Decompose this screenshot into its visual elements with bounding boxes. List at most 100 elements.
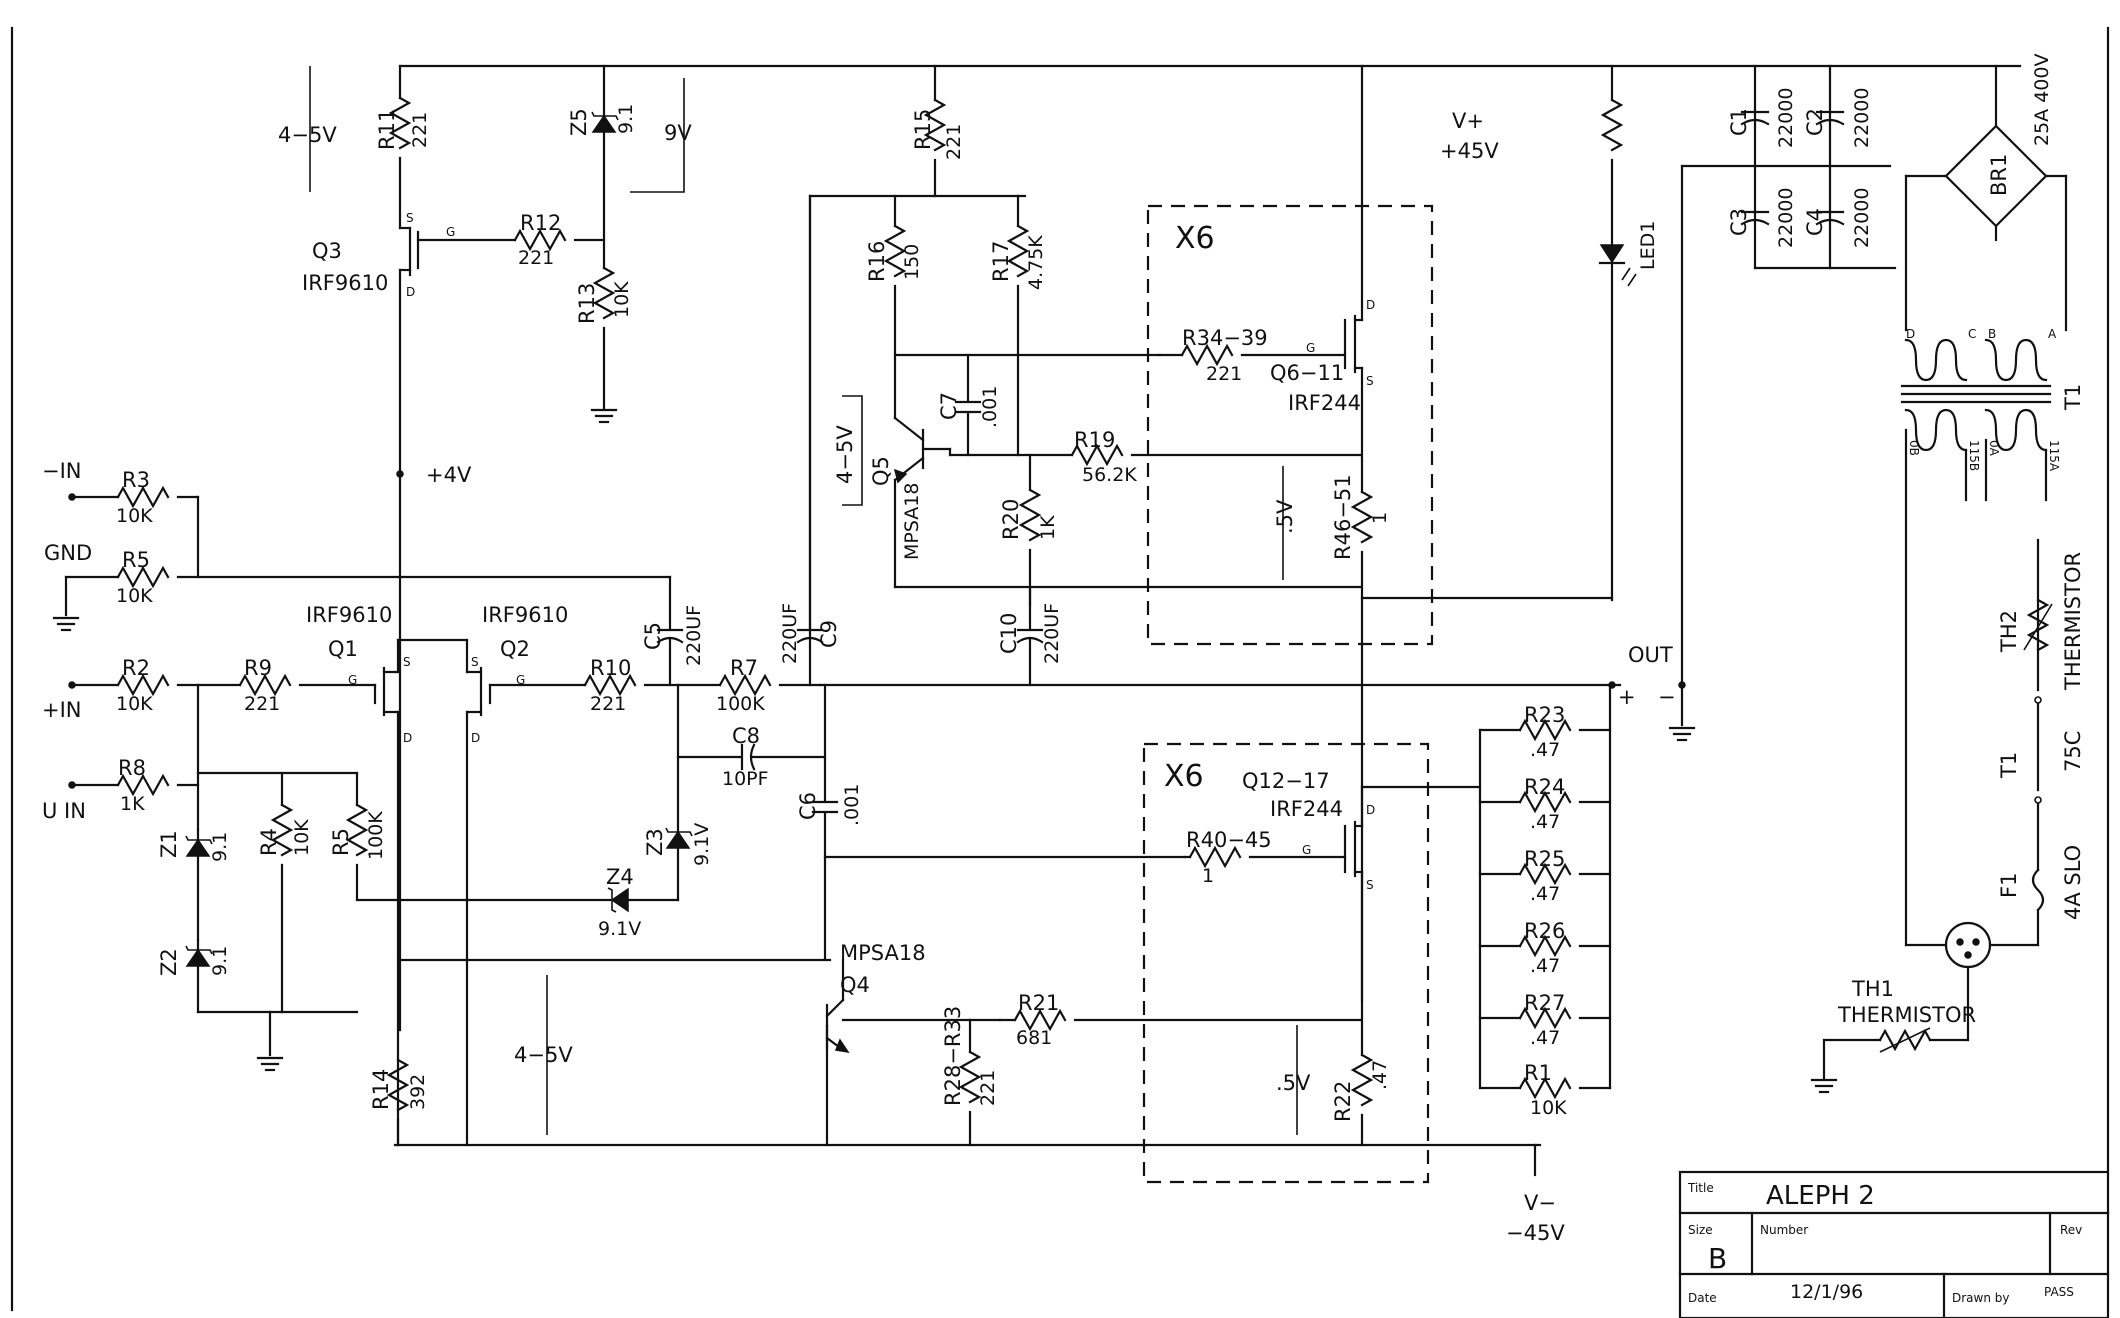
r9-ref: R9 <box>244 656 272 680</box>
v9-label: 9V <box>664 121 692 145</box>
v45-q5-label: 4−5V <box>833 425 857 484</box>
r40-45-ref: R46−51 <box>1331 474 1355 560</box>
vplus-value: +45V <box>1440 139 1499 163</box>
title-block-rev-label: Rev <box>2060 1223 2082 1237</box>
q3-drain-pin: D <box>406 285 415 299</box>
r25-resistor <box>1478 935 1612 957</box>
q6-drain-pin: D <box>1366 298 1375 312</box>
out-ground-symbol <box>1668 726 1696 742</box>
c1-ref: C1 <box>1727 108 1751 136</box>
c7-ref: C7 <box>937 392 961 420</box>
c1-capacitor <box>1740 110 1770 126</box>
q4-type: MPSA18 <box>840 941 926 965</box>
r23-ref: R24 <box>1524 775 1565 799</box>
v45-top-label: 4−5V <box>278 123 337 147</box>
q2-gate-pin: G <box>516 673 525 687</box>
r46-51-value: .47 <box>1369 1060 1391 1090</box>
r28-r33-ref: R34−39 <box>1182 326 1268 350</box>
t1-switch-label: T1 <box>1997 752 2021 779</box>
r19-value: 4.75K <box>1025 235 1047 290</box>
c9-capacitor <box>796 628 824 644</box>
r27-value: 10K <box>1530 1097 1567 1119</box>
r11-value: 221 <box>409 112 431 148</box>
c10-value: 220UF <box>1041 603 1063 664</box>
r28-r33-value: 221 <box>1206 363 1242 385</box>
r22-value: .47 <box>1530 739 1560 761</box>
title-block-drawn-by: PASS <box>2044 1285 2074 1299</box>
r8-ref: R8 <box>118 756 146 780</box>
c9-value: 220UF <box>779 603 801 664</box>
r14-value: 392 <box>407 1074 429 1110</box>
r12-ref: R12 <box>520 211 561 235</box>
th1-label: THERMISTOR <box>1837 1003 1976 1027</box>
th1-thermistor <box>1878 1027 1932 1053</box>
led1-diode <box>1598 244 1637 287</box>
x6-top-label: X6 <box>1175 221 1215 256</box>
q4-transistor <box>825 958 850 1147</box>
c8-ref: C8 <box>732 724 760 748</box>
q1-ref: Q1 <box>328 637 358 661</box>
z1-ref: Z1 <box>157 830 181 858</box>
f1-fuse <box>2031 868 2045 912</box>
r7-value: 100K <box>716 693 765 715</box>
c7-value: .001 <box>979 386 1001 428</box>
z2-zener <box>185 938 213 1014</box>
r12-value: 221 <box>518 247 554 269</box>
c4-capacitor <box>1815 210 1845 226</box>
r26-resistor <box>1478 1007 1612 1029</box>
br1-label: BR1 <box>1987 154 2011 196</box>
t1-pin-c: C <box>1968 327 1976 341</box>
z3-zener <box>665 827 693 849</box>
t1-tap-115a: 115A <box>2047 440 2061 472</box>
q12-source-pin: S <box>1366 878 1374 892</box>
z3-value: 9.1V <box>691 823 713 866</box>
r34-39-value: 1 <box>1202 865 1214 887</box>
t1-tap-0b: 0B <box>1907 440 1921 456</box>
c8-value: 10PF <box>722 768 769 790</box>
z5-zener <box>591 111 619 133</box>
t1-pin-d: D <box>1906 327 1915 341</box>
x6-bottom-label: X6 <box>1164 759 1204 794</box>
r20-ref: R19 <box>1074 428 1115 452</box>
q12-drain-pin: D <box>1366 803 1375 817</box>
neg-in-label: −IN <box>42 459 82 483</box>
z2-ref: Z2 <box>157 948 181 976</box>
r46-51-ref: R22 <box>1331 1081 1355 1122</box>
title-block-title: ALEPH 2 <box>1766 1181 1875 1211</box>
r16-ref: R28−R33 <box>941 1006 965 1106</box>
t1-label: T1 <box>2061 384 2085 411</box>
z4-ref: Z4 <box>606 865 634 889</box>
r24-value: .47 <box>1530 883 1560 905</box>
x6-bottom-group-box <box>1142 742 1430 1184</box>
gnd-label: GND <box>44 541 92 565</box>
r5-100k-value: 100K <box>365 811 387 860</box>
title-block-date: 12/1/96 <box>1790 1281 1863 1303</box>
q3-gate-pin: G <box>446 225 455 239</box>
v45-bottom-label: 4−5V <box>514 1043 573 1067</box>
title-block-size-label: Size <box>1688 1223 1713 1237</box>
q2-mosfet <box>465 638 492 1147</box>
r11-ref: R11 <box>375 109 399 150</box>
r13-ref: R13 <box>575 283 599 324</box>
r27-resistor <box>1478 1077 1612 1099</box>
c5-ref: C5 <box>641 622 665 650</box>
gnd-input-ground-symbol <box>52 616 80 632</box>
q12-17-type: IRF244 <box>1270 797 1343 821</box>
r26-ref: R27 <box>1524 991 1565 1015</box>
r10-value: 221 <box>590 693 626 715</box>
t1-thermal-switch <box>2034 696 2042 804</box>
t1-tap-0a: 0A <box>1987 440 2001 457</box>
title-block-title-label: Title <box>1687 1181 1714 1195</box>
c3-capacitor <box>1740 210 1770 226</box>
z4-zener <box>607 887 629 913</box>
z4-value: 9.1V <box>598 918 641 940</box>
z3-ref: Z3 <box>643 828 667 856</box>
q1-mosfet <box>373 638 400 1147</box>
c6-value: .001 <box>841 784 863 826</box>
title-block-size: B <box>1708 1242 1727 1275</box>
vplus-label: V+ <box>1452 109 1484 133</box>
input-ground-symbol <box>256 1056 284 1072</box>
r5-input-value: 10K <box>116 585 153 607</box>
v05-top-label: .5V <box>1273 499 1297 534</box>
r4-value: 10K <box>291 819 313 856</box>
